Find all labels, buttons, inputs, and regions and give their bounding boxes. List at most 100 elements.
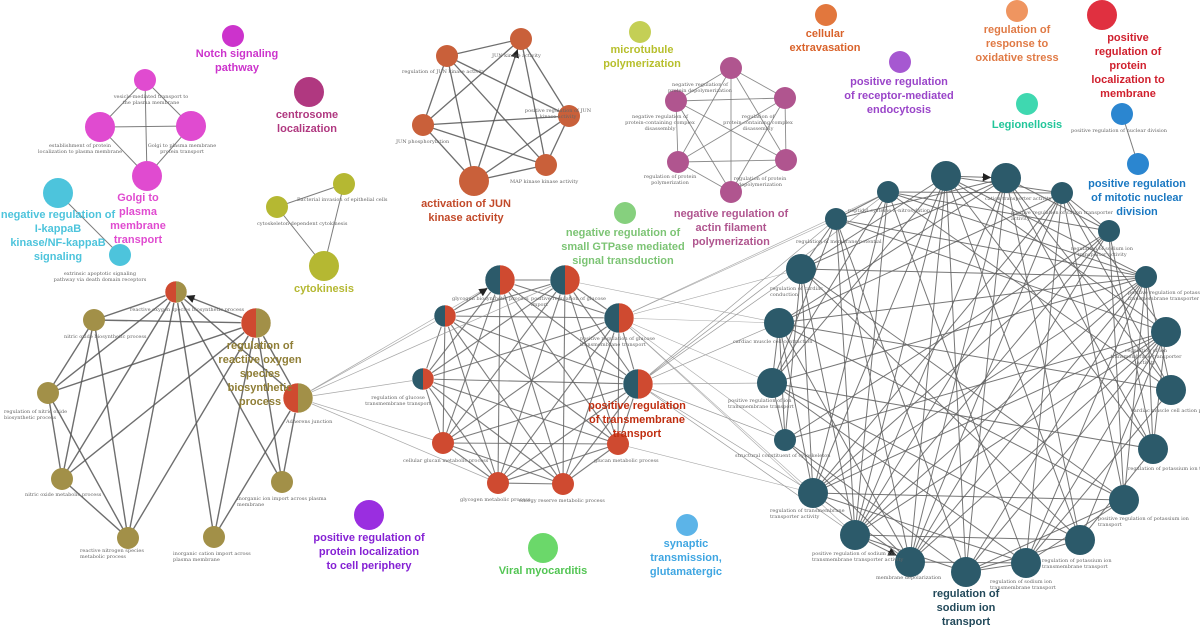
network-node[interactable] bbox=[176, 111, 206, 141]
network-node[interactable] bbox=[1011, 548, 1041, 578]
node-half bbox=[298, 383, 313, 413]
network-node[interactable] bbox=[757, 368, 787, 398]
network-edge bbox=[442, 383, 639, 444]
network-edge bbox=[854, 175, 947, 536]
network-edge bbox=[1123, 276, 1147, 501]
network-node[interactable] bbox=[1065, 525, 1095, 555]
network-node[interactable] bbox=[309, 251, 339, 281]
network-node[interactable] bbox=[558, 105, 580, 127]
network-node[interactable] bbox=[510, 28, 532, 50]
network-node[interactable] bbox=[222, 25, 244, 47]
network-node[interactable] bbox=[535, 154, 557, 176]
network-node[interactable] bbox=[614, 202, 636, 224]
network-node[interactable] bbox=[764, 308, 794, 338]
pie-node[interactable] bbox=[603, 302, 635, 334]
network-edge bbox=[93, 291, 177, 321]
pie-node[interactable] bbox=[164, 280, 188, 304]
network-edge bbox=[812, 175, 947, 494]
network-edge bbox=[1108, 230, 1154, 450]
network-node[interactable] bbox=[552, 473, 574, 495]
network-edge bbox=[637, 383, 856, 536]
pie-node[interactable] bbox=[433, 304, 457, 328]
network-edge bbox=[1061, 192, 1167, 333]
node-label: positive regulation of potassium iontran… bbox=[1128, 290, 1200, 302]
network-edge bbox=[778, 192, 1063, 324]
network-node[interactable] bbox=[877, 181, 899, 203]
network-node[interactable] bbox=[43, 178, 73, 208]
network-node[interactable] bbox=[37, 382, 59, 404]
network-node[interactable] bbox=[815, 4, 837, 26]
pie-node[interactable] bbox=[549, 264, 581, 296]
network-node[interactable] bbox=[895, 547, 925, 577]
network-node[interactable] bbox=[774, 429, 796, 451]
network-node[interactable] bbox=[676, 514, 698, 536]
network-node[interactable] bbox=[1138, 434, 1168, 464]
network-node[interactable] bbox=[412, 114, 434, 136]
pie-node[interactable] bbox=[240, 307, 272, 339]
network-node[interactable] bbox=[665, 90, 687, 112]
network-edge bbox=[520, 38, 547, 166]
network-edge bbox=[1079, 331, 1167, 541]
network-node[interactable] bbox=[266, 196, 288, 218]
network-edge bbox=[854, 177, 1007, 536]
network-edge bbox=[497, 279, 501, 484]
network-node[interactable] bbox=[889, 51, 911, 73]
network-node[interactable] bbox=[134, 69, 156, 91]
network-node[interactable] bbox=[840, 520, 870, 550]
network-node[interactable] bbox=[83, 309, 105, 331]
network-node[interactable] bbox=[786, 254, 816, 284]
network-node[interactable] bbox=[1087, 0, 1117, 30]
network-node[interactable] bbox=[51, 468, 73, 490]
network-node[interactable] bbox=[432, 432, 454, 454]
network-edge bbox=[127, 322, 257, 539]
network-node[interactable] bbox=[109, 244, 131, 266]
network-node[interactable] bbox=[1135, 266, 1157, 288]
network-edge bbox=[965, 499, 1125, 573]
network-node[interactable] bbox=[1156, 375, 1186, 405]
network-node[interactable] bbox=[203, 526, 225, 548]
network-node[interactable] bbox=[1098, 220, 1120, 242]
network-node[interactable] bbox=[1151, 317, 1181, 347]
pie-node[interactable] bbox=[411, 367, 435, 391]
network-node[interactable] bbox=[459, 166, 489, 196]
network-node[interactable] bbox=[487, 472, 509, 494]
network-edge bbox=[887, 191, 1110, 232]
node-half bbox=[445, 305, 456, 327]
network-node[interactable] bbox=[1111, 103, 1133, 125]
network-node[interactable] bbox=[354, 500, 384, 530]
network-node[interactable] bbox=[798, 478, 828, 508]
network-node[interactable] bbox=[629, 21, 651, 43]
network-node[interactable] bbox=[132, 161, 162, 191]
network-node[interactable] bbox=[720, 181, 742, 203]
network-node[interactable] bbox=[991, 163, 1021, 193]
network-node[interactable] bbox=[774, 87, 796, 109]
network-node[interactable] bbox=[775, 149, 797, 171]
network-node[interactable] bbox=[294, 77, 324, 107]
network-node[interactable] bbox=[528, 533, 558, 563]
network-node[interactable] bbox=[117, 527, 139, 549]
network-node[interactable] bbox=[720, 57, 742, 79]
network-node[interactable] bbox=[271, 471, 293, 493]
pie-node[interactable] bbox=[282, 382, 314, 414]
network-edge bbox=[800, 268, 1147, 278]
network-node[interactable] bbox=[825, 208, 847, 230]
node-half bbox=[485, 265, 500, 295]
network-node[interactable] bbox=[607, 433, 629, 455]
network-node[interactable] bbox=[931, 161, 961, 191]
network-node[interactable] bbox=[1109, 485, 1139, 515]
network-node[interactable] bbox=[1006, 0, 1028, 22]
network-node[interactable] bbox=[1127, 153, 1149, 175]
network-edge bbox=[442, 442, 564, 485]
pie-node[interactable] bbox=[484, 264, 516, 296]
network-node[interactable] bbox=[1016, 93, 1038, 115]
network-node[interactable] bbox=[85, 112, 115, 142]
network-node[interactable] bbox=[667, 151, 689, 173]
network-node[interactable] bbox=[436, 45, 458, 67]
network-node[interactable] bbox=[333, 173, 355, 195]
network-node[interactable] bbox=[1051, 182, 1073, 204]
pie-node[interactable] bbox=[622, 368, 654, 400]
network-edge bbox=[637, 322, 780, 385]
network-node[interactable] bbox=[951, 557, 981, 587]
